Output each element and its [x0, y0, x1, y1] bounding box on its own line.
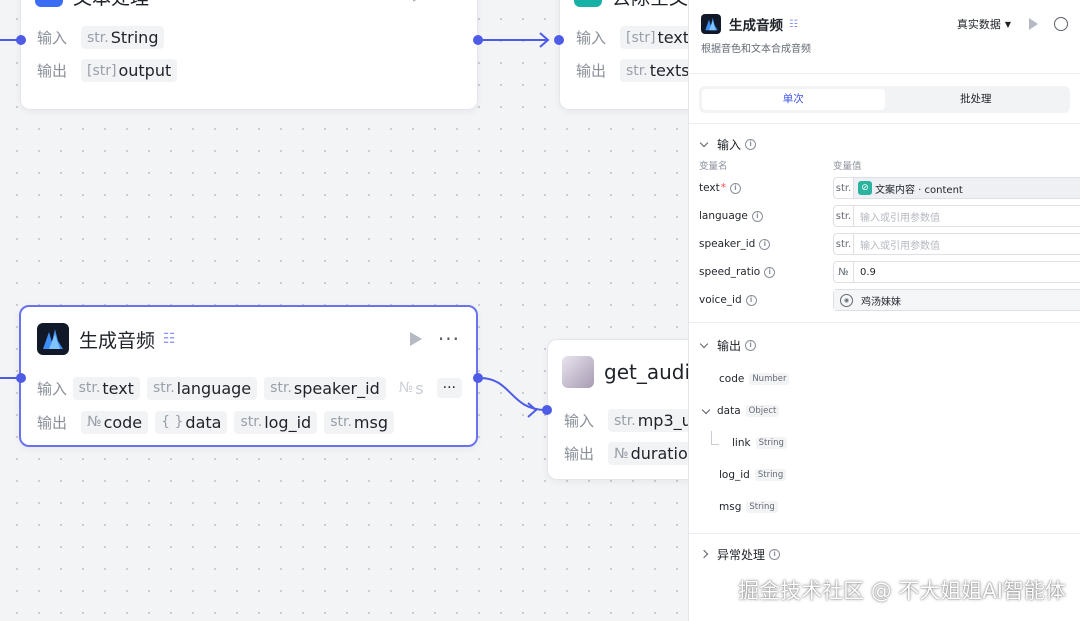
more-inputs-button[interactable]: ··· [436, 378, 462, 398]
run-mode-tabs: 单次 批处理 [699, 86, 1070, 113]
output-label: 输出 [564, 445, 595, 463]
info-icon: i [769, 548, 781, 560]
node-handle[interactable] [16, 373, 26, 383]
info-icon: i [745, 138, 757, 150]
node-handle[interactable] [16, 35, 26, 45]
watermark: 掘金技术社区 @ 不大姐姐AI智能体 [738, 579, 1066, 603]
chevron-down-icon [699, 339, 709, 348]
panel-title: 生成音频 [729, 18, 783, 34]
code-icon [574, 0, 602, 7]
info-icon: i [729, 182, 741, 194]
output-param: str.texts [620, 59, 696, 82]
chevron-down-icon [699, 138, 709, 147]
param-name: speed_ratio [699, 266, 761, 278]
output-param: str.msg [324, 410, 394, 434]
info-icon: i [745, 294, 757, 306]
voice-selector[interactable]: ◉鸡汤妹妹 [833, 289, 1080, 311]
node-handle[interactable] [542, 405, 552, 415]
node-config-panel: 生成音频 ☷ 真实数据 ▼ 根据音色和文本合成音频 单次 批处理 输入 i 变量… [688, 0, 1080, 621]
more-button[interactable]: ··· [437, 327, 460, 351]
node-handle[interactable] [554, 35, 564, 45]
text-process-icon [35, 0, 63, 7]
plugin-icon: ☷ [163, 331, 176, 347]
tab-batch[interactable]: 批处理 [960, 93, 992, 105]
col-value-header: 变量值 [833, 161, 862, 172]
output-param: str.log_id [234, 410, 318, 434]
node-handle[interactable] [473, 35, 483, 45]
param-input-speaker-id[interactable]: str. 输入或引用参数值 [833, 233, 1080, 255]
output-param: [str]output [81, 59, 178, 82]
audio-app-icon [37, 323, 69, 355]
param-name: language [699, 210, 748, 222]
output-label: 输出 [37, 62, 68, 80]
node-title: 文本处理 [73, 0, 149, 10]
more-icon[interactable] [1054, 17, 1068, 31]
col-name-header: 变量名 [699, 161, 728, 172]
audio-app-icon [701, 14, 721, 34]
chevron-down-icon [701, 405, 711, 414]
input-param: str.String [81, 26, 165, 49]
node-title: 去除空文本 [612, 0, 707, 10]
input-label: 输入 [576, 29, 607, 47]
input-section-header[interactable]: 输入 i [689, 132, 1080, 156]
connector-lines [0, 32, 550, 418]
param-input-text[interactable]: str. ⊘文案内容 · content [833, 177, 1080, 199]
output-section-header[interactable]: 输出 i [689, 333, 1080, 357]
input-label: 输入 [37, 379, 68, 398]
more-button[interactable]: ··· [441, 0, 463, 5]
info-icon: i [745, 339, 757, 351]
input-param: str.mp3_url [608, 409, 709, 432]
panel-description: 根据音色和文本合成音频 [701, 44, 811, 55]
data-mode-dropdown[interactable]: 真实数据 ▼ [956, 18, 1011, 31]
node-title: 生成音频 [79, 329, 156, 352]
run-node-button[interactable] [409, 332, 422, 346]
node-handle[interactable] [473, 373, 483, 383]
plugin-icon: ☷ [789, 18, 798, 30]
node-generate-audio[interactable]: 生成音频 ☷ ··· 输入 str.text str.language str.… [19, 305, 478, 447]
input-param: str.language [146, 376, 258, 400]
param-name: text [699, 182, 720, 194]
chevron-down-icon: ▼ [1004, 19, 1011, 29]
param-name: voice_id [699, 294, 742, 306]
workflow-canvas[interactable]: 文本处理 ··· 输入 str.String 输出 [str]output 去除… [0, 0, 859, 621]
run-button[interactable] [1029, 18, 1038, 30]
input-param: str.speaker_id [264, 376, 386, 400]
output-label: 输出 [37, 413, 68, 432]
info-icon: i [759, 238, 771, 250]
node-title: get_audio [604, 360, 703, 384]
node-text-process[interactable]: 文本处理 ··· 输入 str.String 输出 [str]output [20, 0, 478, 110]
input-label: 输入 [37, 29, 68, 47]
exception-section-header[interactable]: 异常处理 i [689, 542, 1080, 566]
param-input-language[interactable]: str. 输入或引用参数值 [833, 205, 1080, 227]
reference-icon: ⊘ [858, 181, 872, 195]
chevron-right-icon [699, 549, 709, 559]
param-name: speaker_id [699, 238, 756, 250]
param-row-text: text*i str. ⊘文案内容 · content [689, 174, 1080, 202]
input-param: [str]texts [620, 26, 704, 49]
tab-single[interactable]: 单次 [702, 89, 885, 110]
input-param: str.text [72, 376, 140, 400]
param-input-speed-ratio[interactable]: № 0.9 [833, 261, 1080, 283]
info-icon: i [764, 266, 776, 278]
output-label: 输出 [576, 62, 607, 80]
input-label: 输入 [564, 412, 595, 430]
avatar-icon [562, 356, 594, 388]
output-param: { }data [155, 410, 228, 434]
voice-icon: ◉ [840, 293, 853, 307]
run-node-button[interactable] [412, 0, 425, 2]
info-icon: i [751, 210, 763, 222]
